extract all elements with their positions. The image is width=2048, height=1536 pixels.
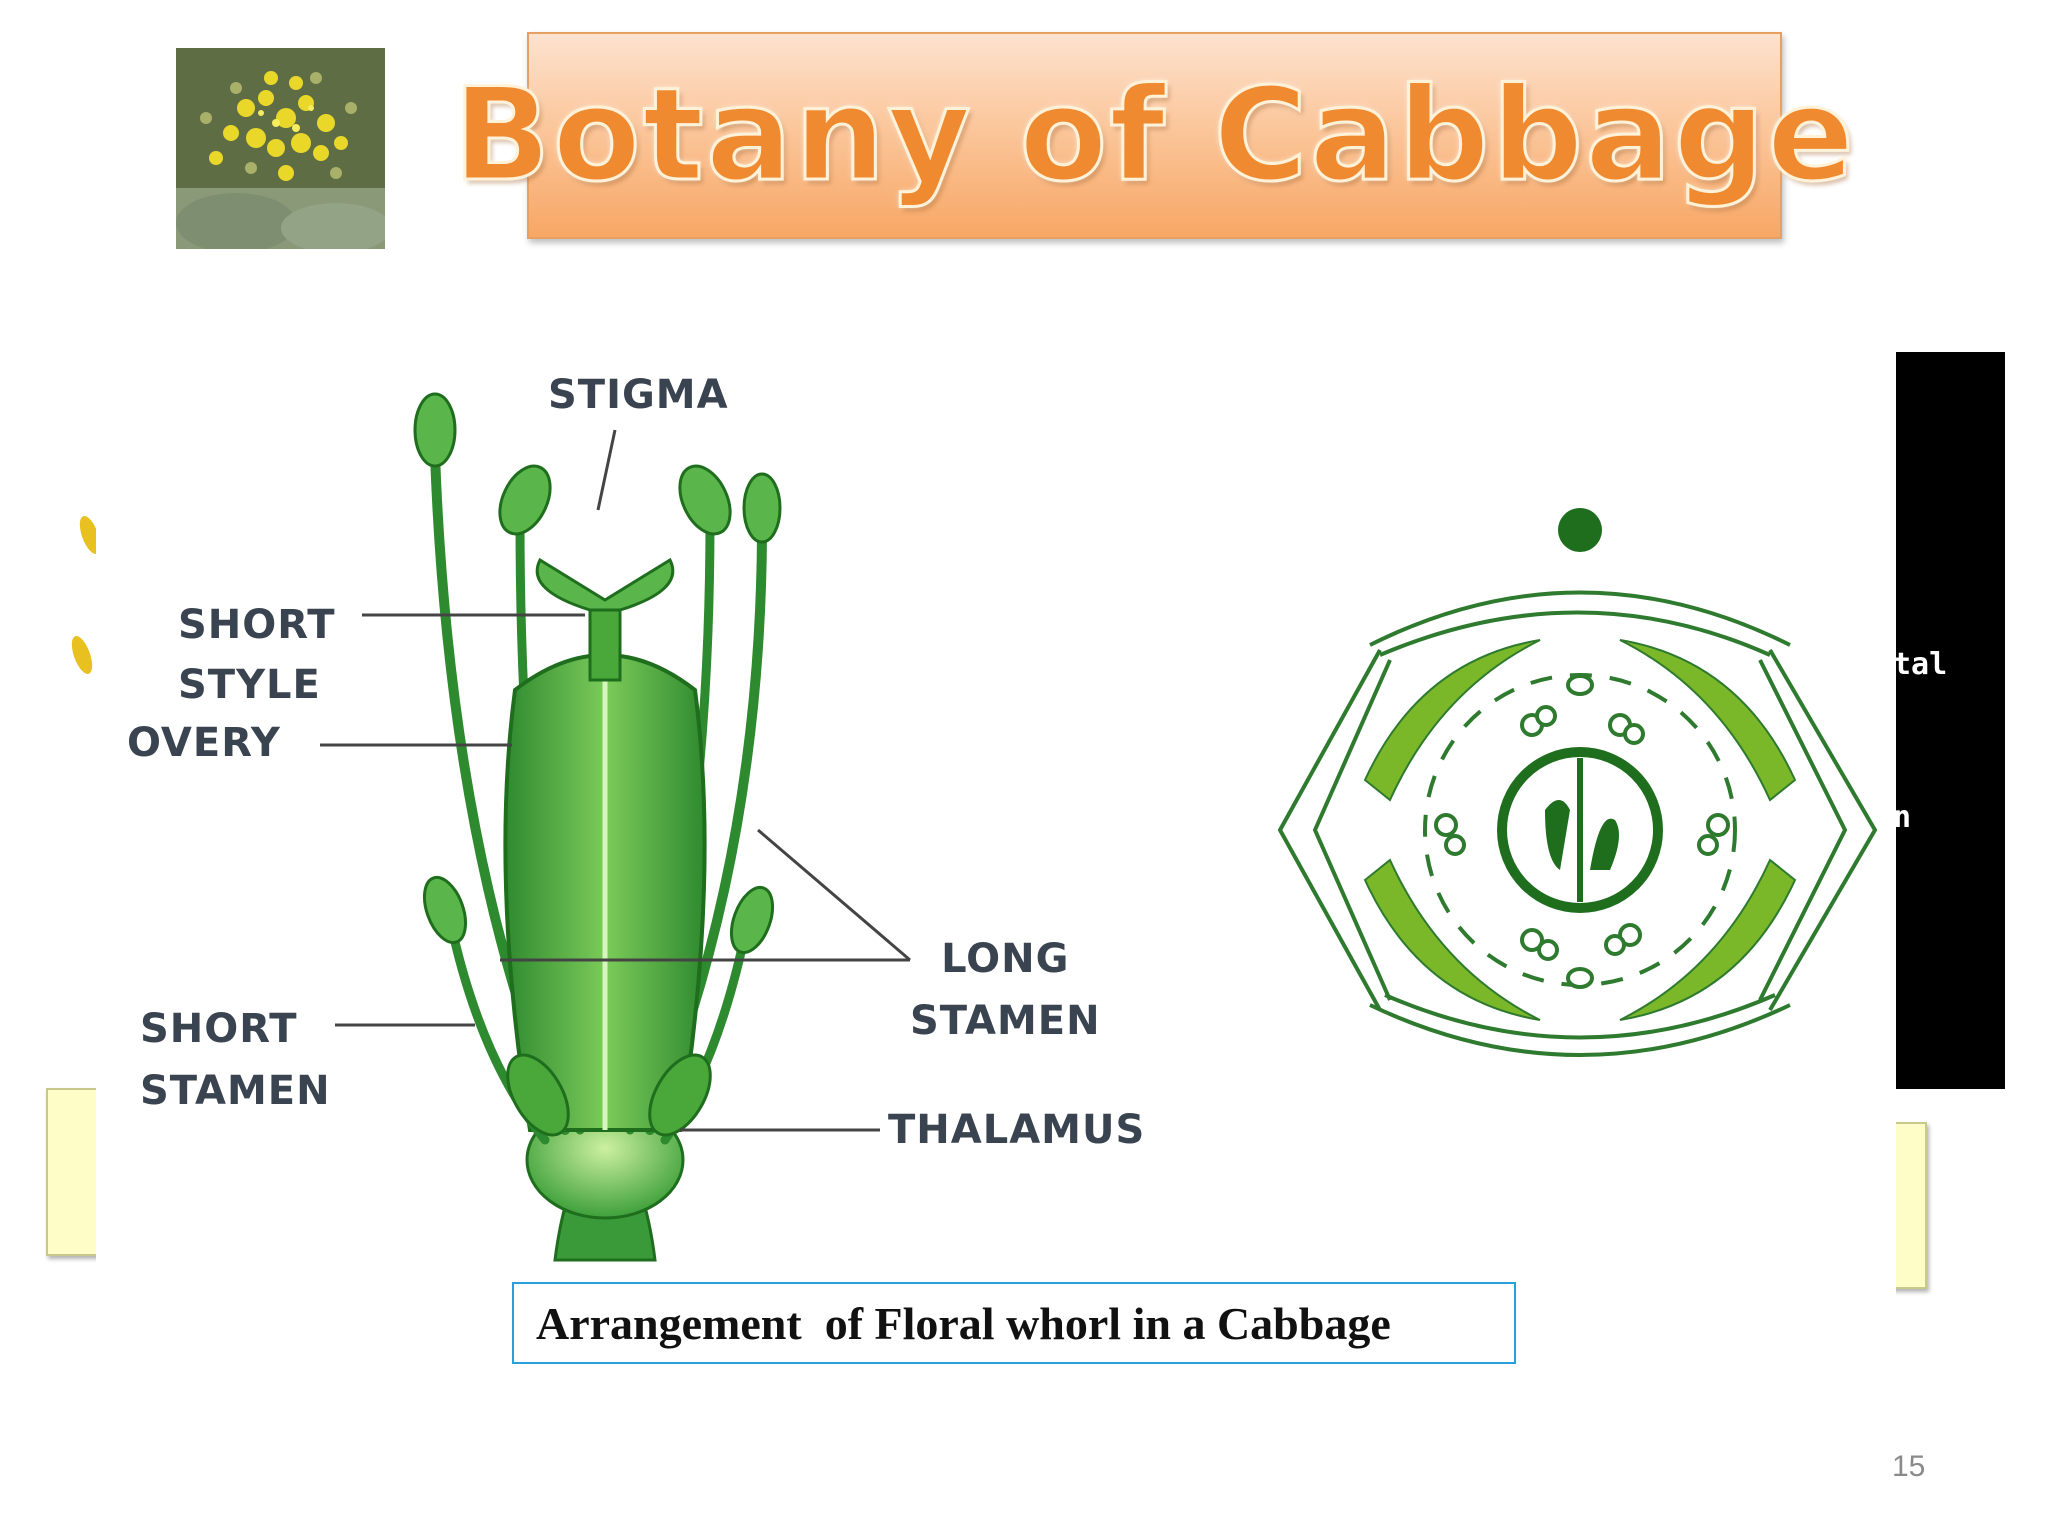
diagram-caption: Arrangement of Floral whorl in a Cabbage (512, 1282, 1516, 1364)
title-banner: Botany of Cabbage (452, 32, 1855, 239)
panel-fragment-1: tal (1893, 647, 1948, 682)
label-short-stamen: SHORT STAMEN (140, 1006, 331, 1114)
bullet-decoration-icon (71, 516, 100, 674)
overlapping-text-panel: tal n (1893, 352, 2005, 1089)
flower-structure-diagram (320, 392, 911, 1262)
label-long-stamen: LONG STAMEN (910, 936, 1101, 1044)
cabbage-flower-photo (176, 48, 385, 249)
label-stigma: STIGMA (548, 372, 729, 418)
label-overy: OVERY (127, 720, 281, 766)
label-thalamus: THALAMUS (888, 1107, 1146, 1153)
page-number: 15 (1892, 1450, 1926, 1483)
slide-title: Botany of Cabbage (452, 60, 1856, 212)
panel-fragment-2: n (1893, 800, 1912, 835)
floral-diagram (1277, 508, 1878, 1057)
label-short-style: SHORT STYLE (178, 602, 336, 708)
cabbage-flower-photo-image (176, 48, 385, 249)
